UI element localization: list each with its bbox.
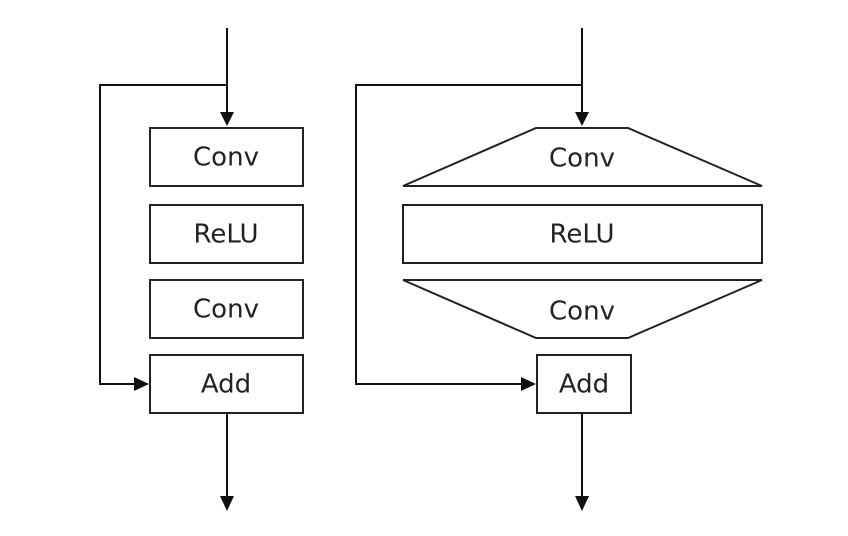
- right-skip-arrowhead: [521, 377, 536, 391]
- left-relu-label: ReLU: [193, 220, 258, 250]
- left-residual-block: Conv ReLU Conv Add: [99, 28, 304, 511]
- right-residual-block: Conv ReLU Conv Add: [355, 28, 763, 511]
- right-output-arrowhead: [575, 496, 589, 511]
- left-skip-connection: [99, 84, 227, 385]
- right-input-arrowhead: [575, 112, 589, 126]
- left-skip-arrowhead: [134, 377, 149, 391]
- left-conv-bottom-box: [149, 279, 304, 339]
- right-conv-bottom-trapezoid: [402, 279, 763, 339]
- left-relu-box: [149, 204, 304, 264]
- right-conv-top-trapezoid: [402, 127, 763, 187]
- left-add-box: [149, 354, 304, 414]
- left-input-arrowhead: [220, 112, 234, 126]
- right-relu-label: ReLU: [549, 220, 614, 250]
- right-add-label: Add: [559, 370, 609, 400]
- left-output-arrowhead: [220, 496, 234, 511]
- right-conv-bottom-label: Conv: [549, 297, 615, 327]
- left-conv-bottom-label: Conv: [193, 295, 259, 325]
- left-conv-top-box: [149, 127, 304, 187]
- right-conv-top-label: Conv: [549, 144, 615, 174]
- right-skip-connection: [355, 84, 582, 385]
- right-add-box: [536, 354, 632, 414]
- left-conv-top-label: Conv: [193, 143, 259, 173]
- left-add-label: Add: [201, 370, 251, 400]
- right-relu-box: [402, 204, 763, 264]
